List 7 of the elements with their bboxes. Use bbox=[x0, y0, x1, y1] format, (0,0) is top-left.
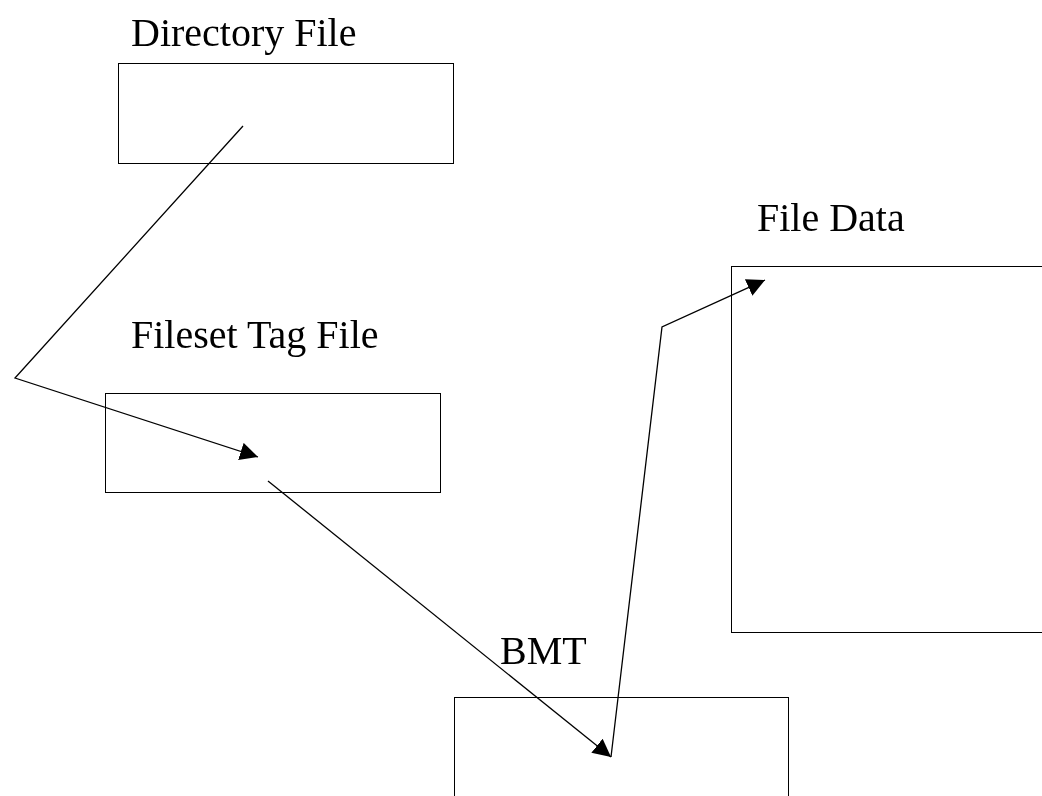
box-heading: Fileset Tag File bbox=[131, 312, 379, 358]
arrow bbox=[610, 279, 766, 758]
box-heading: File Data bbox=[757, 195, 905, 241]
box-heading: BMT bbox=[500, 628, 587, 674]
arrow bbox=[267, 480, 612, 758]
box-heading: Directory File bbox=[131, 10, 357, 56]
arrow bbox=[13, 125, 259, 460]
